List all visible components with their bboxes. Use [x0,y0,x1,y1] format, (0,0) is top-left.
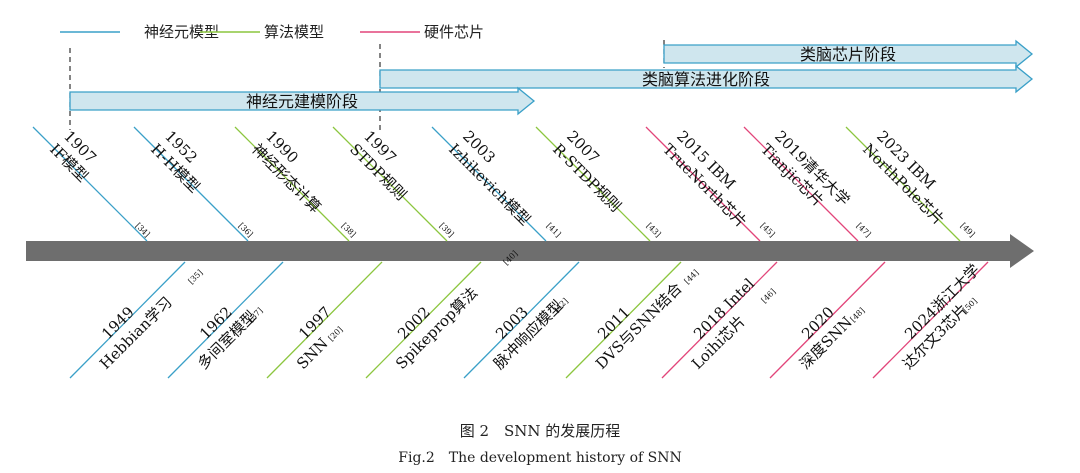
event-connector [234,126,350,242]
event-ref: [49] [959,221,977,239]
legend-label: 硬件芯片 [424,23,484,41]
phase-arrow [379,64,1034,94]
phase-arrow [663,39,1034,69]
event-ref: [39] [438,221,456,239]
upper-event: 神经形态计算[38]1990 [234,126,358,242]
phase-label: 类脑芯片阶段 [800,45,896,64]
phase-label: 类脑算法进化阶段 [642,70,770,89]
event-connector [661,261,778,379]
phase-label: 神经元建模阶段 [246,92,358,111]
legend: 神经元模型 算法模型 硬件芯片 [60,23,484,41]
upper-event: Izhikevich模型[41]2003 [431,126,563,242]
figure-caption-chinese: 图 2 SNN 的发展历程 [459,422,621,440]
phase-arrow [69,86,536,116]
event-ref: [43] [645,221,663,239]
event-connector [69,261,186,379]
event-ref: [48] [849,306,867,324]
event-connector [845,126,961,242]
event-ref: [44] [683,268,701,286]
event-connector [743,126,859,242]
event-connector [535,126,651,242]
event-connector [872,261,989,379]
event-connector [769,261,886,379]
event-connector [463,261,580,379]
event-ref: [46] [760,287,778,305]
figure-caption-english: Fig.2 The development history of SNN [398,450,682,466]
main-timeline [26,234,1034,268]
upper-event: IF模型[34]1907 [32,126,152,242]
upper-event: STDP规则[39]1997 [332,126,456,242]
event-connector [431,126,547,242]
event-ref: [35] [187,268,205,286]
upper-event: TrueNorth芯片[45]2015 IBM [645,126,777,242]
event-connector [565,261,682,379]
event-ref: [50] [961,296,979,314]
event-ref: [38] [340,221,358,239]
event-ref: [20] [327,325,345,343]
event-connector [133,126,249,242]
event-ref: [47] [855,221,873,239]
legend-label: 算法模型 [264,23,324,41]
event-connector [365,261,482,379]
event-ref: [37] [247,306,265,324]
upper-event: NorthPole芯片[49]2023 IBM [845,126,977,242]
timeline-arrow [26,234,1034,268]
event-name: SNN [293,334,332,373]
event-connector [167,261,284,379]
event-ref: [45] [759,221,777,239]
event-ref: [36] [237,221,255,239]
event-ref: [34] [134,221,152,239]
event-connector [332,126,448,242]
event-connector [645,126,761,242]
event-connector [266,261,383,379]
legend-label: 神经元模型 [144,23,219,41]
event-connector [32,126,148,242]
upper-event: H-H模型[36]1952 [133,126,255,242]
event-ref: [41] [545,221,563,239]
